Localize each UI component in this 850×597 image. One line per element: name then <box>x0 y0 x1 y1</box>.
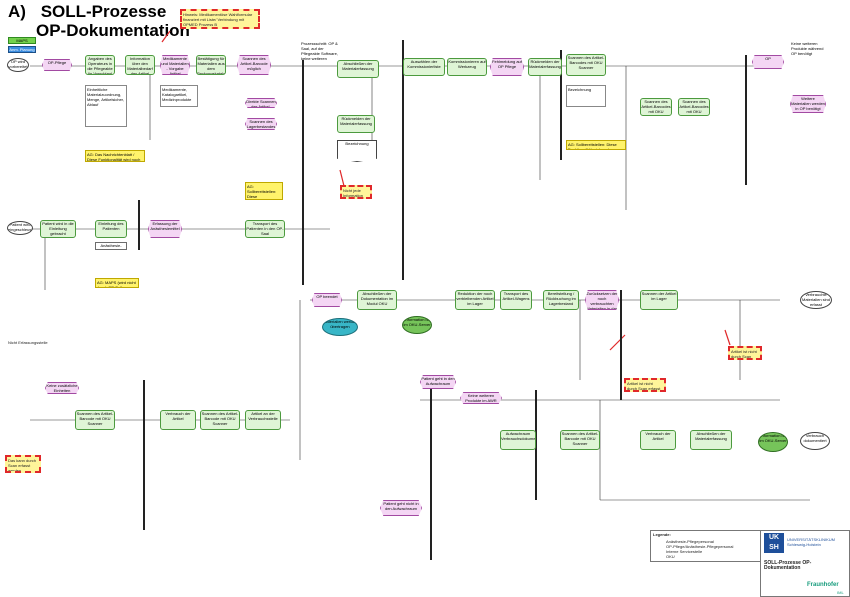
swimbar <box>560 50 562 160</box>
event-op: OP <box>752 55 784 69</box>
note-katalog: Medikamente, Katalogartikel, Medizinprod… <box>160 85 198 107</box>
event-patient-awr: Patient geht in den Aufwachraum <box>420 375 456 389</box>
event-keine-einheiten: Keine zusätzliche Einheiten <box>45 382 79 394</box>
event-op-beendet: OP beendet <box>312 293 342 307</box>
note-scan: Bezeichnung <box>566 85 606 107</box>
role-anaesthesie: Anästhesie-Pflege <box>95 242 127 250</box>
label-no-more-products: Keine weiteren Produkte während OP benöt… <box>790 40 830 56</box>
function-scan-oku-6: Scannen des Artikel-Barcode mit OKU Scan… <box>560 430 600 450</box>
legend: Legende: Anästhesie-Pflegepersonal OP-Pf… <box>650 530 762 562</box>
function-bestaetigung: Bestätigung für Materialien aus dem Pack… <box>196 55 226 75</box>
swimbar <box>138 200 140 250</box>
function-transport: Transport des Patienten in den OP-Saal <box>245 220 285 238</box>
start-event: OP wird vorbereitet <box>7 58 29 72</box>
center-desc: Prozessschritt: OP & Saal, auf der Pfleg… <box>300 40 340 60</box>
title-prefix: A) <box>8 2 26 21</box>
event-vorgabe: Medikamente und Materialien - Vorgabe Ar… <box>160 55 190 75</box>
brand-fraunhofer: Fraunhofer <box>807 582 839 588</box>
brand-sub: IML <box>837 590 844 595</box>
legend-item: OP-Pflege/Anästhesie-Pflegepersonal <box>666 544 734 549</box>
event-not-awr: Patient geht nicht in den Aufwachraum <box>380 500 422 516</box>
function-scan-lager: Scannen der Artikel im Lager <box>640 290 678 310</box>
note-material: Einheitliche Materialzuordnung, Menge, A… <box>85 85 127 127</box>
swimbar <box>535 390 537 500</box>
swimbar <box>620 290 622 400</box>
function-verbrauch: Verbrauch der Artikel <box>160 410 196 430</box>
title-line2: OP-Dokumentation <box>36 21 190 40</box>
ellipse-oku-server: Information ist im OKU-Server <box>402 316 432 334</box>
yellow-note-row2: AG: MAPS (wird nicht durch OP-Software d… <box>95 278 139 288</box>
event-anaesthesie: Erfassung der Anästhesiemittel <box>148 220 182 238</box>
event-scan-possible: Scannen des Artikel-Barcode möglich <box>237 55 271 75</box>
legend-title: Legende: <box>653 532 671 537</box>
event-q-scan: Direkte Scannen des Artikel-Barcode nich… <box>245 98 277 108</box>
event-no-more-awr: Keine weiteren Produkte im AWR benötigt <box>460 392 502 404</box>
red-note-row1: Nicht jede Information erfasst - Nur mit… <box>340 185 372 199</box>
top-note: Hinweis: Medikamentöse Wahlformular fina… <box>180 9 260 29</box>
function-scan-oku-5: Scannen des Artikel-Barcode mit OKU Scan… <box>200 410 240 430</box>
function-auswaehlen: Auswählen der Kommissionierliste <box>403 58 445 76</box>
swimbar <box>302 55 304 285</box>
function-verbrauchsstelle: Artikel an der Verbrauchsstelle <box>245 410 281 430</box>
function-scan-right-2: Scannen des Artikel-Barcodes mit OKU Sca… <box>678 98 710 116</box>
function-information: Information über den Materialbedarf des … <box>125 55 155 75</box>
function-transport-wagen: Transport des Artikel-Wagens <box>500 290 532 310</box>
function-kommissionieren: Kommissionieren auf Werkzeug <box>447 58 487 76</box>
doc-auswertung: Bezeichnung <box>337 140 377 162</box>
ellipse-uebertragen: Materialien werden übertragen <box>322 318 358 336</box>
legend-item: Interne Servicestelle <box>666 549 703 554</box>
event-lager: Scannen des Lagerbestandes <box>245 118 277 130</box>
red-note-row2: Das kann durch Scan erfasst werden <box>5 455 41 473</box>
label-nicht-erfassung: Nicht Erfassungsstelle <box>8 340 48 345</box>
legend-item: Anästhesie-Pflegepersonal <box>666 539 714 544</box>
event-patient: Patient wird eingeschleust <box>7 221 33 235</box>
function-reduktion: Reduktion der noch verbleibenden Artikel… <box>455 290 495 310</box>
function-bereitstellung: Bereitstellung / Rückbuchung im Lagerbes… <box>543 290 579 310</box>
badge-planung: Anm. Planung <box>8 46 36 53</box>
yellow-note-2: AG: Sollbereitstellen: Diese Funktionali… <box>245 182 283 200</box>
red-note-row3b: Artikel ist nicht durch Scan erfasst <box>624 378 666 392</box>
event-fehler: Fehlmeldung auf OP Pflege <box>490 58 524 76</box>
end-event-erfasst: Verbrauchte Materialien sind erfasst <box>800 291 832 309</box>
legend-item: OKU <box>666 554 675 559</box>
function-scan-oku-4: Scannen des Artikel-Barcode mit OKU Scan… <box>75 410 115 430</box>
badge-maps: MAPS <box>8 37 36 44</box>
function-verbrauch-2: Verbrauch der Artikel <box>640 430 676 450</box>
yellow-note-1: AG: Das Nachrichtenblatt / Diese Funktio… <box>85 150 145 162</box>
event-op-pflege: OP-Pflege <box>42 59 72 71</box>
swimbar <box>402 40 404 280</box>
event-more-products: Weitere Materialien werden in OP benötig… <box>790 95 826 113</box>
swimbar <box>430 380 432 560</box>
function-abschluss: Abschließen der Dokumentation im Modul O… <box>357 290 397 310</box>
doc-title: SOLL-Prozesse OP-Dokumentation <box>764 560 812 571</box>
yellow-note-3: AG: Sollbereitstellen: Diese Funktionali… <box>566 140 626 150</box>
function-einleitung: Patient wird in die Einleitung gebracht <box>40 220 76 238</box>
function-angaben: Angaben des Operateurs in die Pflegeakte… <box>85 55 115 75</box>
function-ruckmelden-2: Rückmelden der Materialerfassung <box>528 58 562 76</box>
diagram-title: A) SOLL-Prozesse OP-Dokumentation <box>8 2 190 40</box>
org-name: UNIVERSITÄTSKLINIKUM Schleswig-Holstein <box>787 537 836 547</box>
function-abschliessen-2: Abschließen der Materialerfassung <box>690 430 732 450</box>
ellipse-end-green: Information ist im OKU-Server <box>758 432 788 452</box>
event-zuruecksetzen: Zurücksetzen der noch verbrauchten Mater… <box>585 290 619 310</box>
function-scan-right: Scannen des Artikel-Barcodes mit OKU Sca… <box>640 98 672 116</box>
function-patient-einleitung: Einleitung des Patienten <box>95 220 127 238</box>
function-rueckmelden: Rückmelden der Materialerfassung <box>337 115 375 133</box>
title-line1: SOLL-Prozesse <box>40 2 167 21</box>
red-note-row3: Artikel ist nicht durch Scan erfasst <box>728 346 762 360</box>
function-scan-oku: Scannen des Artikel-Barcodes mit OKU Sca… <box>566 54 606 76</box>
swimbar <box>745 55 747 185</box>
end-event-dokumentiert: Verbrauch dokumentiert <box>800 432 830 450</box>
function-awr-dokument: Aufwachraum Verbrauchsdokument <box>500 430 536 450</box>
function-abschliessen: Abschließen der Materialerfassung <box>337 60 379 78</box>
swimbar <box>143 380 145 530</box>
